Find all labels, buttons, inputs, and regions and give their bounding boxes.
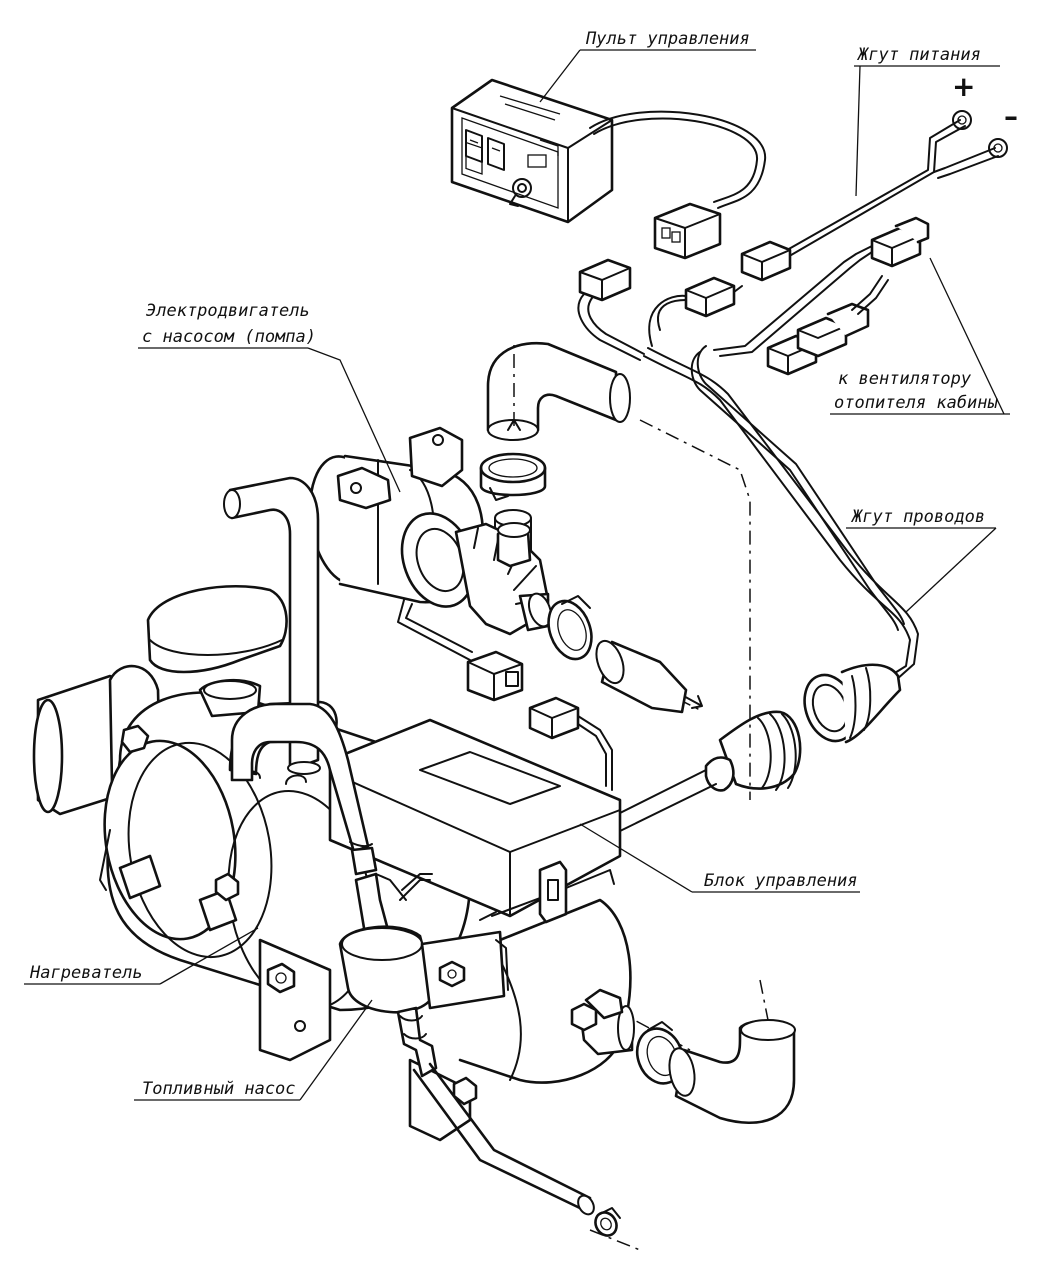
panel-connector	[653, 202, 722, 260]
heater-inlet-pipe	[223, 476, 321, 775]
power-harness-drawing	[648, 110, 1008, 376]
fuel-pump-drawing	[338, 872, 621, 1237]
plus-terminal-label: +	[952, 70, 975, 103]
motor-outlet-clamp	[547, 595, 688, 714]
wire-harness-label: Жгут проводов	[850, 507, 985, 527]
power-harness-label: Жгут питания	[856, 45, 981, 65]
control-unit-drawing	[328, 718, 622, 924]
wire-harness-drawing	[609, 345, 919, 833]
fuel-pump-label: Топливный насос	[142, 1079, 296, 1099]
motor-pump-label-line1: Электродвигатель	[146, 301, 310, 321]
coolant-outlet-pipe	[479, 340, 631, 561]
motor-pump-label-line2: с насосом (помпа)	[142, 327, 316, 347]
control-panel-drawing	[450, 78, 614, 224]
motor-pump-drawing	[308, 426, 553, 636]
heater-outlet-hose	[570, 988, 796, 1125]
cabin-fan-label-line2: отопителя кабины	[834, 393, 999, 413]
middle-connectors	[397, 599, 613, 791]
control-unit-label: Блок управления	[704, 871, 858, 891]
minus-terminal-label: –	[1004, 100, 1018, 133]
heater-label: Нагреватель	[29, 963, 143, 983]
cabin-fan-label-line1: к вентилятору	[838, 369, 972, 389]
callout-leaders	[24, 49, 1010, 1101]
upper-left-connector	[577, 258, 645, 361]
control-panel-label: Пульт управления	[585, 29, 750, 49]
